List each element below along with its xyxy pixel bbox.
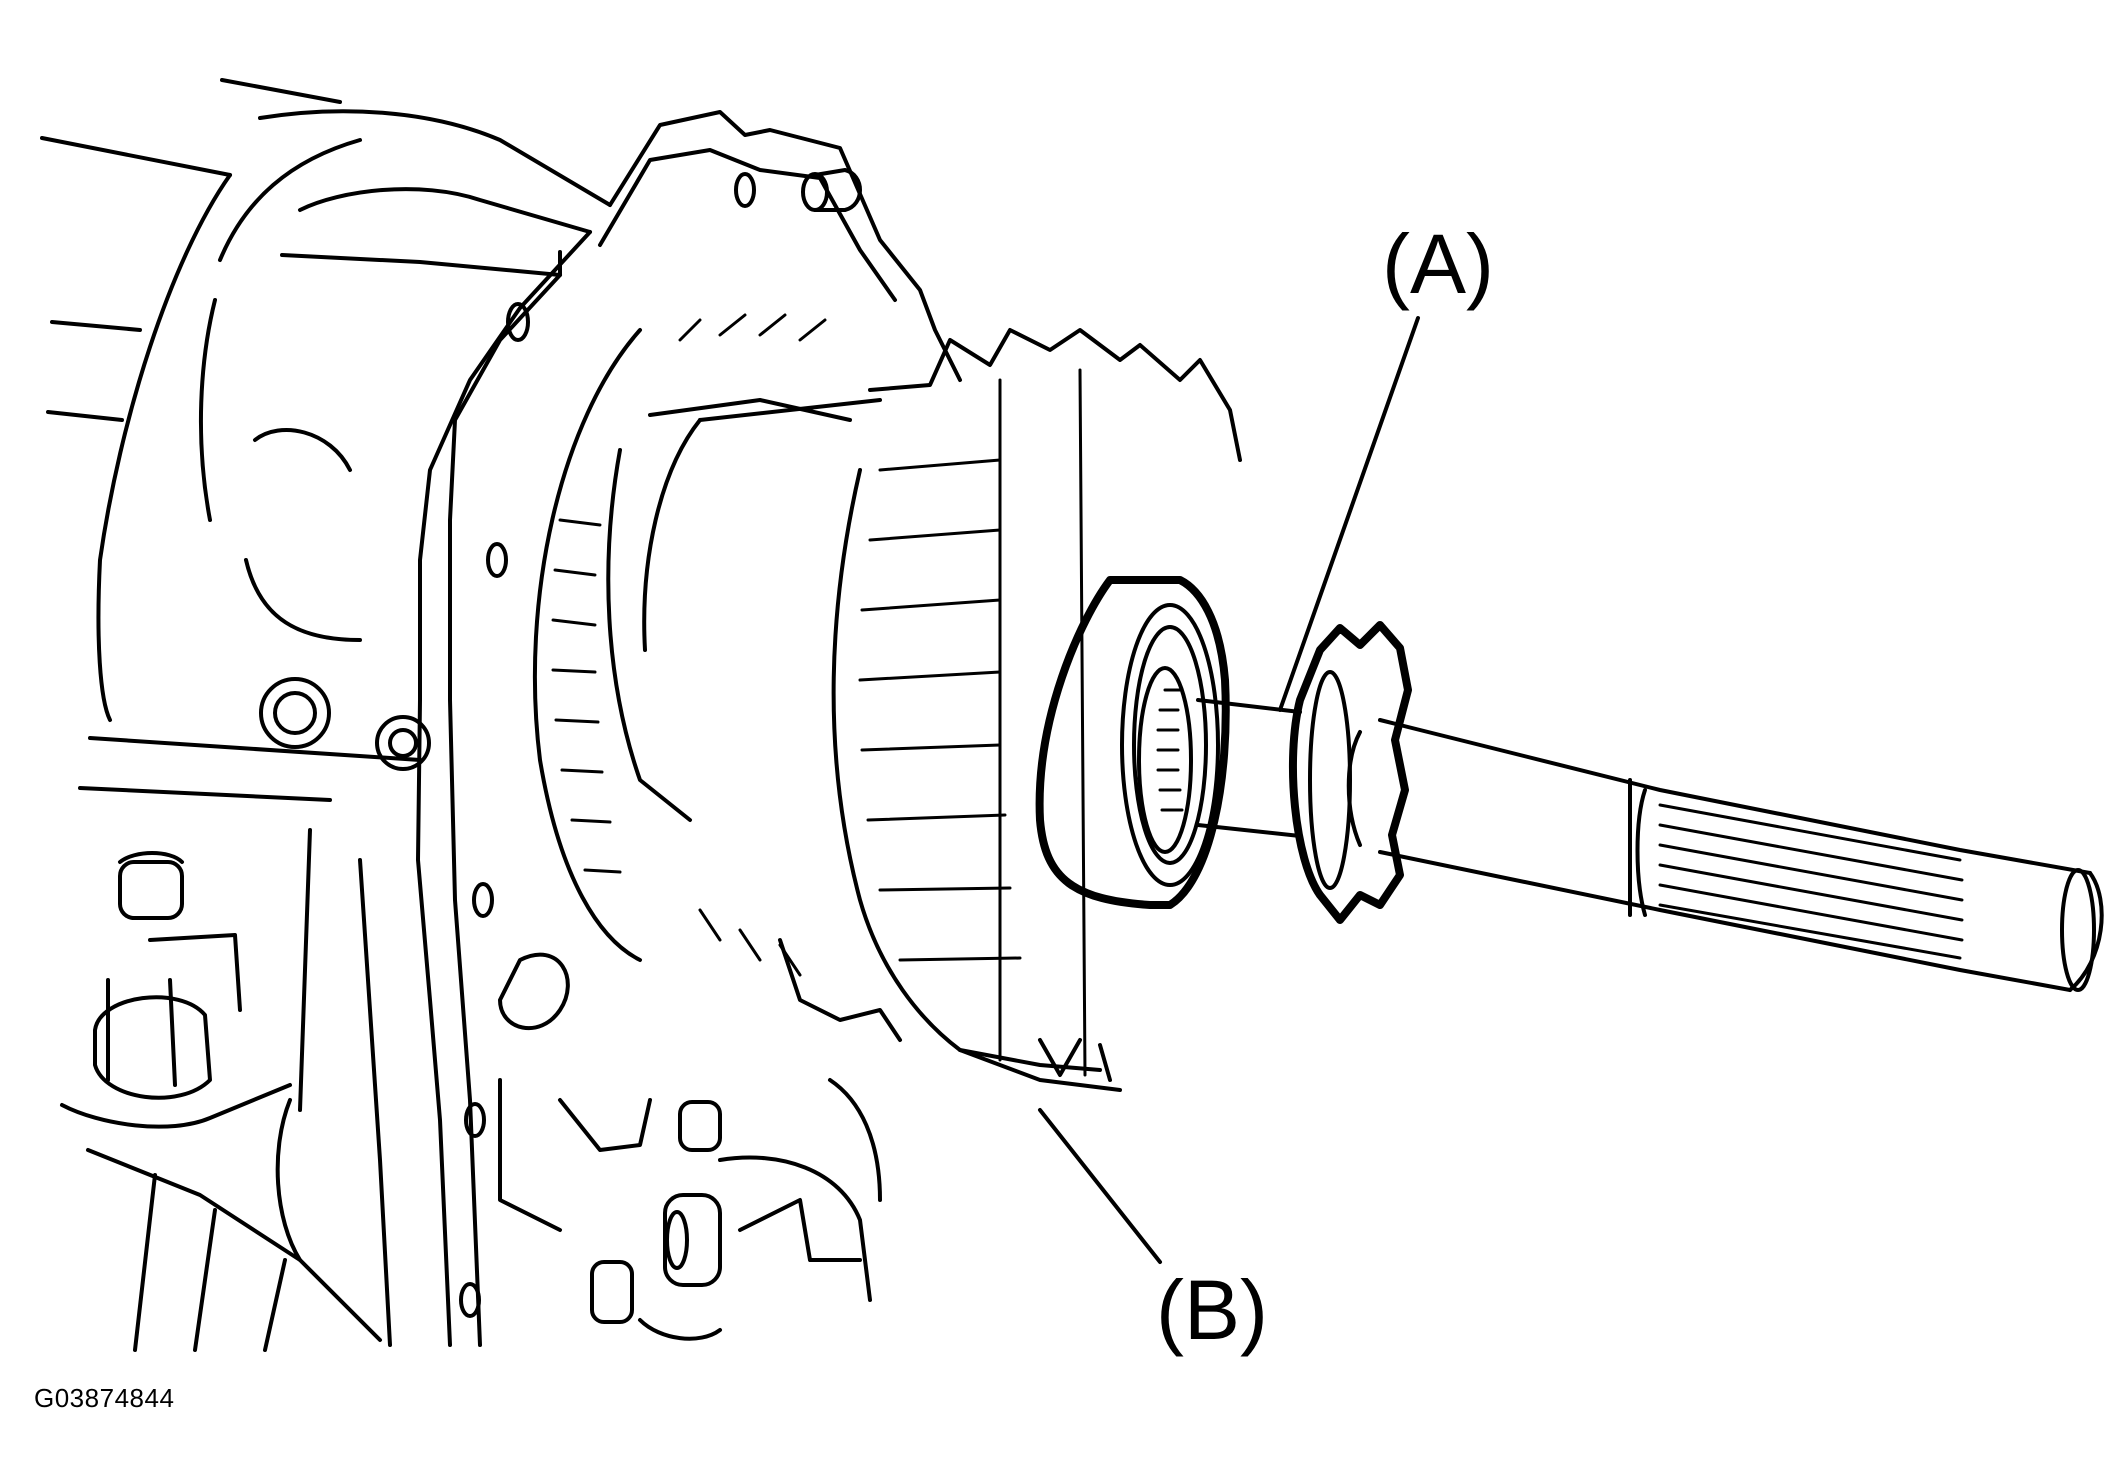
output-shaft — [1196, 621, 2104, 992]
gear-stack-b — [532, 313, 1242, 1092]
figure-id: G03874844 — [34, 1383, 175, 1413]
transmission-case — [40, 78, 612, 1352]
adapter-plate — [416, 110, 962, 1347]
callout-label-a: (A) — [1382, 217, 1494, 311]
callout-label-b: (B) — [1156, 1263, 1268, 1357]
bearing — [1035, 576, 1230, 909]
leader-line-a — [1278, 316, 1420, 712]
leader-line-b — [1038, 1108, 1162, 1264]
shift-linkage — [498, 952, 882, 1341]
